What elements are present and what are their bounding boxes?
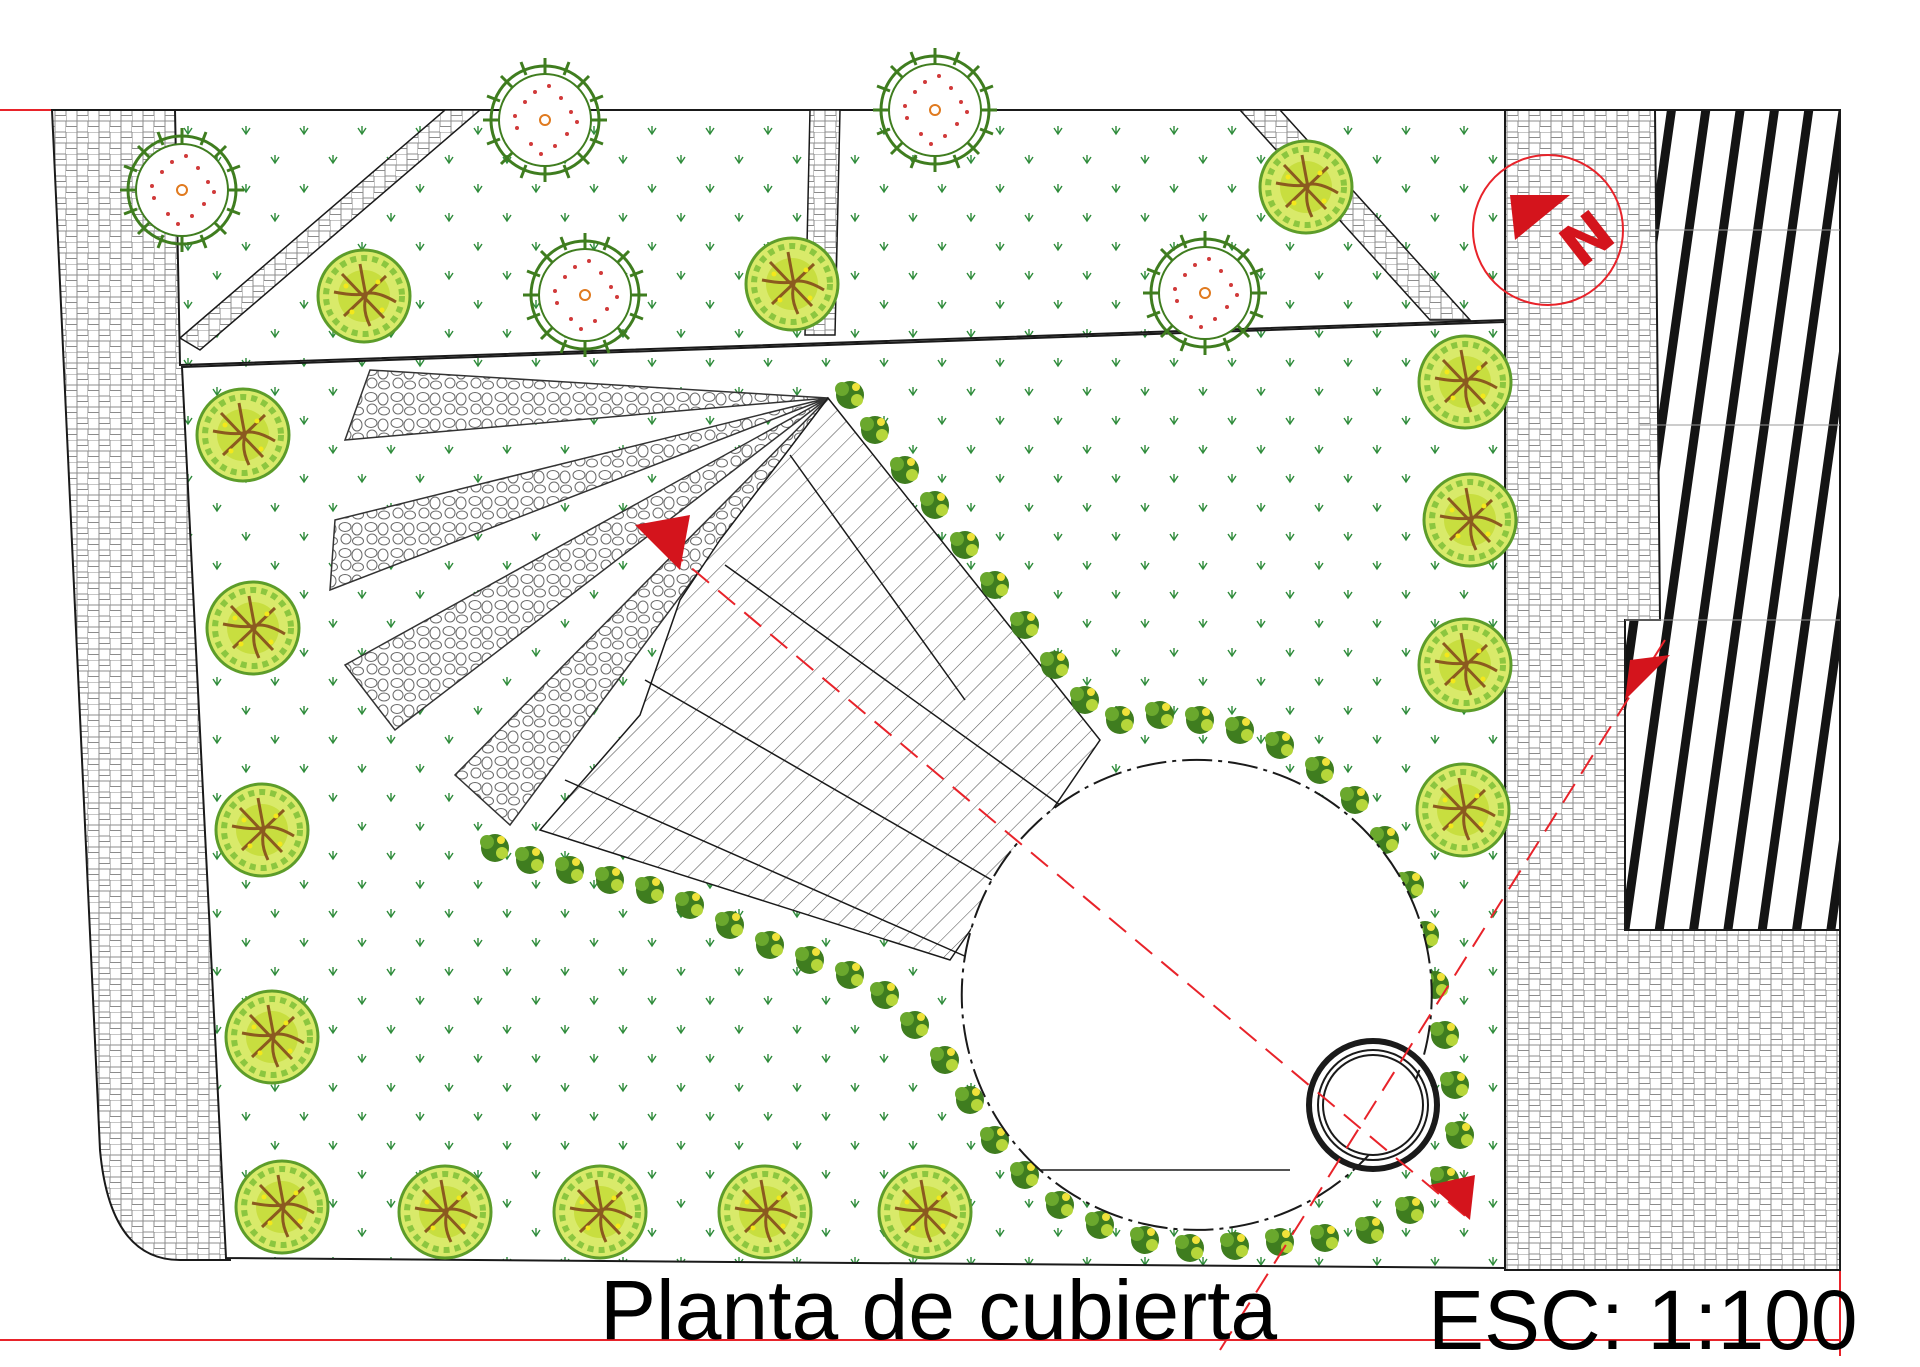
diagonal-path-left <box>178 109 483 351</box>
pebble-wedge-2 <box>329 397 829 592</box>
scale-label: ESC: 1:100 <box>1428 1273 1858 1367</box>
pebble-wedges <box>329 369 829 827</box>
pebble-wedge-4 <box>453 397 829 827</box>
section-lines <box>639 524 1666 1351</box>
drawing-title: Planta de cubierta <box>600 1263 1278 1357</box>
section-arrow-icon <box>635 515 1670 1220</box>
hatched-deck <box>538 396 1101 961</box>
deck-steps <box>564 454 1061 966</box>
pebble-wedge-1 <box>343 369 829 441</box>
pebble-wedge-3 <box>343 397 829 732</box>
circular-plaza <box>960 758 1433 1231</box>
